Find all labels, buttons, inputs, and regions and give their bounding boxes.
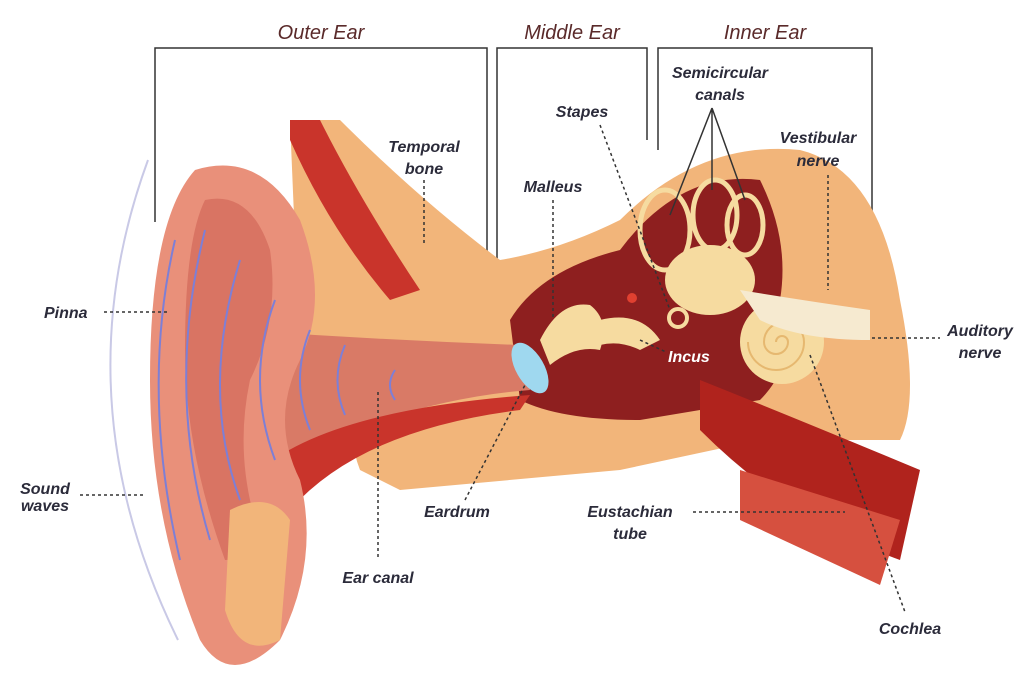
label-vestibular-1: Vestibular <box>780 130 858 147</box>
ear-canal-shape <box>240 330 530 470</box>
label-semicircular-1: Semicircular <box>672 65 769 82</box>
label-pinna: Pinna <box>44 305 88 322</box>
label-malleus: Malleus <box>524 179 583 196</box>
stapes-shape <box>667 307 689 329</box>
label-sound-1: Sound <box>20 481 71 498</box>
section-title-outer-ear: Outer Ear <box>278 22 366 44</box>
label-ear-canal: Ear canal <box>342 570 414 587</box>
middle-ear-cavity <box>510 178 787 420</box>
middle-ear-bracket <box>496 47 648 262</box>
malleus-shape <box>540 304 604 365</box>
auditory-nerve-shape <box>740 290 870 340</box>
inner-ear-bracket <box>657 47 873 300</box>
section-title-inner-ear: Inner Ear <box>724 22 808 44</box>
label-temporal-2: bone <box>405 161 443 178</box>
label-eustachian-2: tube <box>613 526 647 543</box>
label-stapes: Stapes <box>556 104 609 121</box>
label-auditory-1: Auditory <box>946 323 1014 340</box>
leader-incus <box>639 339 667 353</box>
label-auditory-2: nerve <box>959 345 1002 362</box>
incus-shape <box>600 317 660 350</box>
sound-wave-arc <box>109 159 179 641</box>
leader-cochlea <box>809 354 906 613</box>
label-eustachian-1: Eustachian <box>587 504 673 521</box>
outer-ear-bracket <box>154 47 488 252</box>
label-incus: Incus <box>668 349 710 366</box>
label-vestibular-2: nerve <box>797 153 840 170</box>
label-semicircular-2: canals <box>695 87 745 104</box>
vestibule-shape <box>665 245 755 315</box>
label-eardrum: Eardrum <box>424 504 490 521</box>
eardrum-shape <box>511 342 549 394</box>
sound-wave-lines <box>157 229 396 561</box>
leader-stapes <box>599 124 671 311</box>
leader-eardrum <box>464 384 526 501</box>
label-cochlea: Cochlea <box>879 621 941 638</box>
muscle-lower <box>740 470 900 585</box>
pinna-inner <box>185 198 273 561</box>
section-title-middle-ear: Middle Ear <box>524 22 621 44</box>
earlobe-cartilage <box>225 502 290 646</box>
leader-semicircular <box>669 107 746 216</box>
label-sound-2: waves <box>21 498 69 515</box>
muscle-upper <box>290 120 420 300</box>
label-temporal-1: Temporal <box>388 139 460 156</box>
round-dot <box>627 293 637 303</box>
